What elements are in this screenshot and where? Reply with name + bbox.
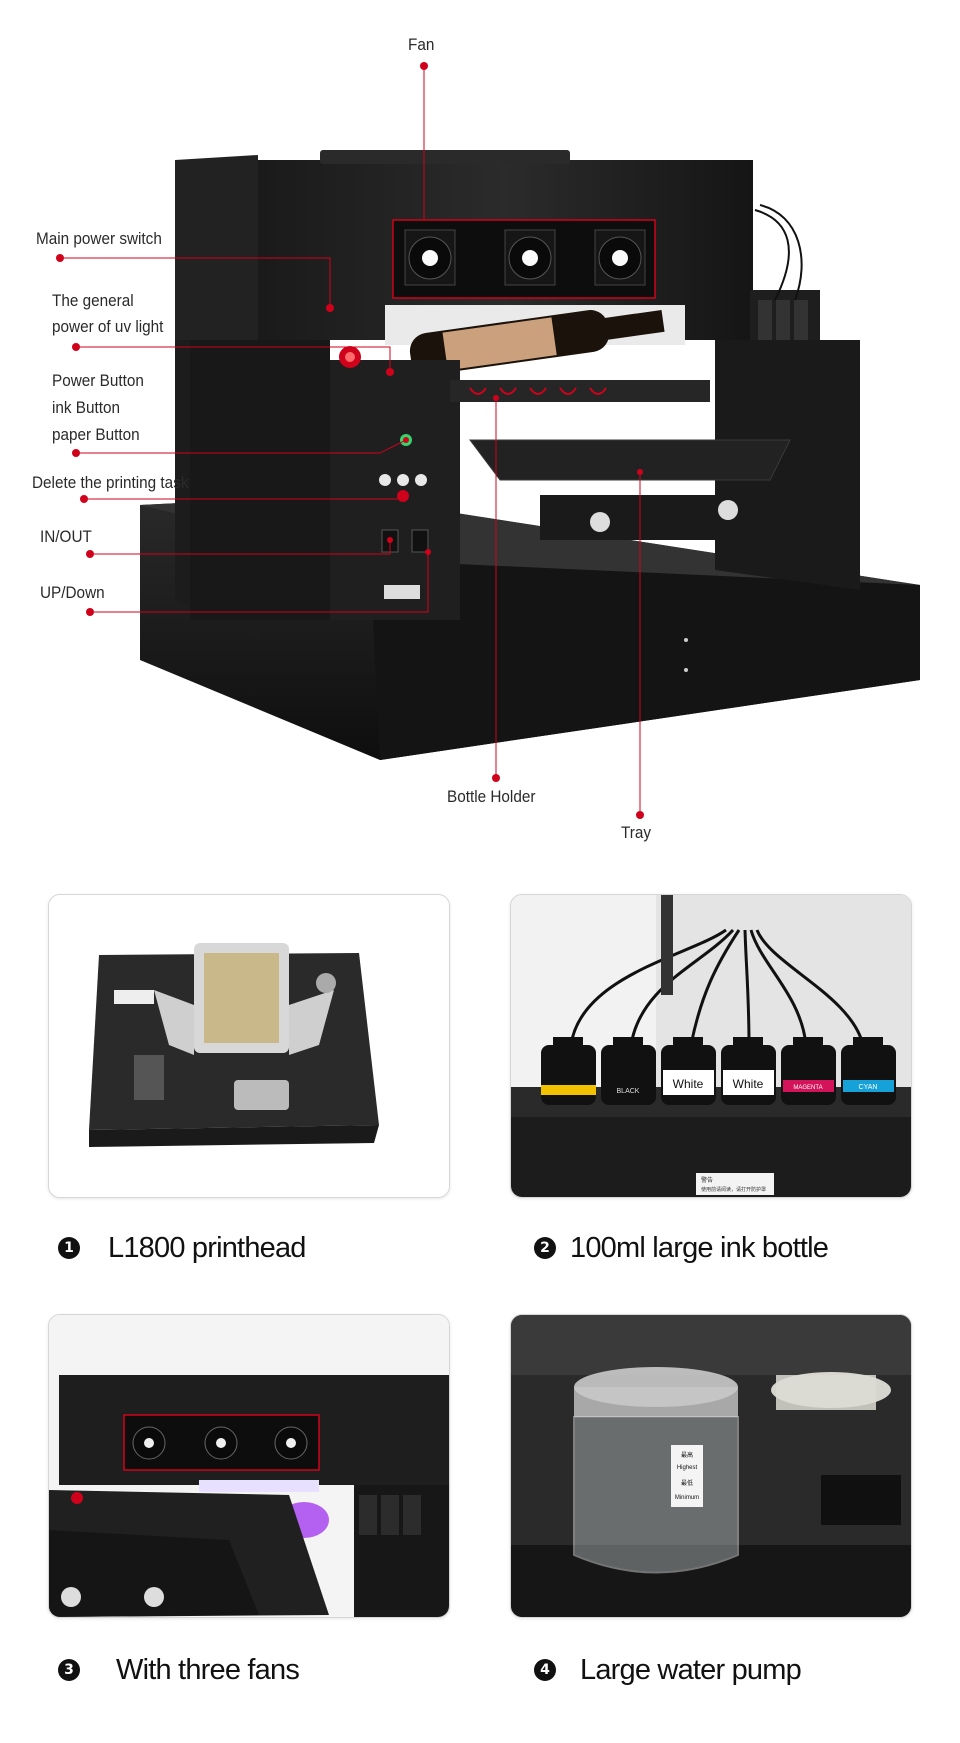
feature-number-badge: 1 bbox=[58, 1237, 80, 1259]
callout-up-down: UP/Down bbox=[40, 583, 105, 602]
fan-icon bbox=[404, 229, 456, 286]
three-fans-photo-card bbox=[48, 1314, 450, 1618]
ink-bottle: CYAN bbox=[841, 1037, 896, 1105]
pump-tag-top: 最高 bbox=[681, 1451, 693, 1459]
bottle-on-holder bbox=[409, 309, 665, 375]
callout-bottle-holder: Bottle Holder bbox=[447, 787, 536, 806]
callout-tray: Tray bbox=[621, 823, 652, 842]
printer-illustration bbox=[56, 62, 920, 819]
printhead-photo-card bbox=[48, 894, 450, 1198]
pump-label-minimum: Minimum bbox=[675, 1495, 699, 1501]
callout-general-power-line2: power of uv light bbox=[52, 317, 164, 336]
feature-printhead: 1 L1800 printhead bbox=[58, 1228, 306, 1268]
feature-water-pump: 4 Large water pump bbox=[534, 1650, 802, 1690]
feature-number-badge: 4 bbox=[534, 1659, 556, 1681]
ink-bottles-image: BLACK White White MAGENTA CYAN 警告 使用前请阅读… bbox=[511, 895, 911, 1197]
callout-general-power-line1: The general bbox=[52, 291, 134, 310]
ink-bottle: White bbox=[721, 1037, 776, 1105]
water-pump-photo-card: 最高 Highest 最低 Minimum bbox=[510, 1314, 912, 1618]
callout-paper-button: paper Button bbox=[52, 425, 140, 444]
warning-label-title: 警告 bbox=[701, 1176, 713, 1184]
ink-bottle: White bbox=[661, 1037, 716, 1105]
fan-icon bbox=[594, 229, 646, 286]
bottle-label: White bbox=[733, 1077, 764, 1091]
three-fans-image bbox=[49, 1315, 449, 1617]
callout-fan: Fan bbox=[408, 35, 435, 54]
callout-main-power-switch: Main power switch bbox=[36, 229, 162, 248]
water-pump-image: 最高 Highest 最低 Minimum bbox=[511, 1315, 911, 1617]
feature-label: 100ml large ink bottle bbox=[570, 1231, 829, 1264]
feature-label: With three fans bbox=[116, 1653, 300, 1686]
callout-delete-printing-task: Delete the printing task bbox=[32, 473, 189, 492]
printhead-image bbox=[49, 895, 449, 1197]
bottle-label: CYAN bbox=[859, 1084, 878, 1091]
bottle-label: White bbox=[673, 1077, 704, 1091]
fan-icon bbox=[504, 229, 556, 286]
callout-in-out: IN/OUT bbox=[40, 527, 92, 546]
feature-label: Large water pump bbox=[580, 1653, 802, 1686]
feature-label: L1800 printhead bbox=[108, 1231, 306, 1264]
warning-label-body: 使用前请阅读，请打开防护罩 bbox=[701, 1186, 766, 1193]
bottle-label: BLACK bbox=[617, 1088, 640, 1095]
feature-number-badge: 3 bbox=[58, 1659, 80, 1681]
feature-ink-bottle: 2 100ml large ink bottle bbox=[534, 1228, 829, 1268]
callout-ink-button: ink Button bbox=[52, 398, 121, 417]
pump-tag-mid: 最低 bbox=[681, 1479, 693, 1487]
callout-power-button: Power Button bbox=[52, 371, 144, 390]
ink-bottle: BLACK bbox=[601, 1037, 656, 1105]
printer-diagram: Fan Main power switch The general power … bbox=[0, 0, 960, 860]
feature-three-fans: 3 With three fans bbox=[58, 1650, 300, 1690]
feature-number-badge: 2 bbox=[534, 1237, 556, 1259]
bottle-label: MAGENTA bbox=[793, 1085, 822, 1091]
ink-bottles-photo-card: BLACK White White MAGENTA CYAN 警告 使用前请阅读… bbox=[510, 894, 912, 1198]
ink-bottle: MAGENTA bbox=[781, 1037, 836, 1105]
pump-label-highest: Highest bbox=[677, 1465, 698, 1471]
ink-bottle bbox=[541, 1037, 596, 1105]
